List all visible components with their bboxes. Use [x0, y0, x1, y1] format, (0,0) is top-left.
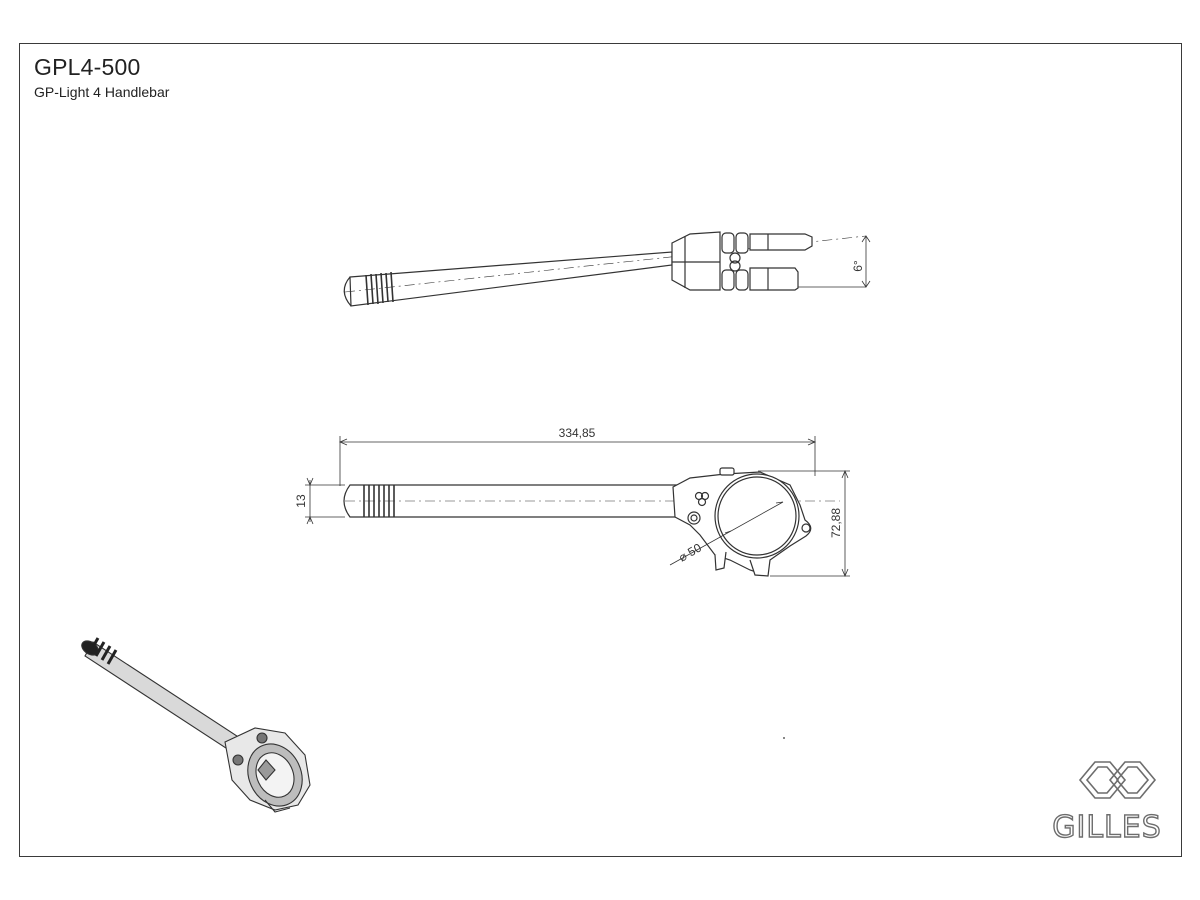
isometric-view: [81, 637, 311, 813]
drawing-frame: [19, 43, 1182, 857]
length-dimension: 334,85: [559, 426, 596, 440]
part-number: GPL4-500: [34, 54, 141, 80]
gilles-logo-icon: [1078, 761, 1157, 799]
diameter-dimension: ⌀ 50: [676, 540, 704, 564]
brand-name: GILLES: [1052, 810, 1162, 845]
front-view: [305, 436, 850, 578]
part-description: GP-Light 4 Handlebar: [34, 84, 170, 100]
bar-height-dimension: 13: [294, 494, 308, 508]
clamp-height-dimension: 72,88: [829, 508, 843, 538]
top-view: [343, 231, 871, 307]
angle-dimension: 6°: [851, 260, 865, 272]
stray-dot: [783, 737, 785, 739]
